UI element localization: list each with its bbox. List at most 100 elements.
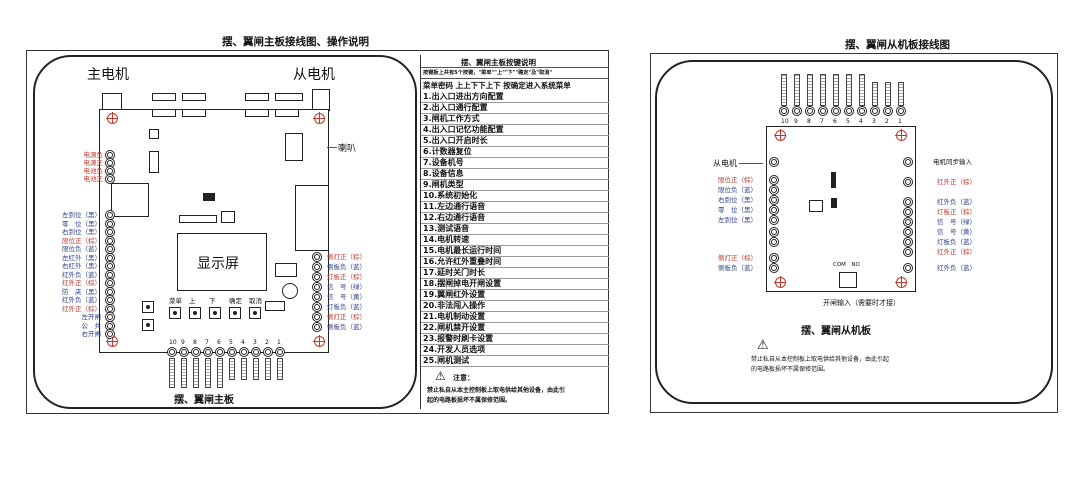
left-terminal-label: 零 位（黑） <box>62 219 101 228</box>
terminal-screw[interactable] <box>903 197 913 207</box>
terminal-number: 3 <box>253 339 257 346</box>
terminal-screw[interactable] <box>903 217 913 227</box>
terminal-screw[interactable] <box>779 106 789 116</box>
keypad-button[interactable] <box>209 307 221 319</box>
terminal-wire <box>253 358 259 380</box>
right-terminal-label: 红外负（蓝） <box>937 264 976 272</box>
terminal-screw[interactable] <box>818 106 828 116</box>
keypad-button[interactable] <box>249 307 261 319</box>
mount-hole-tr <box>313 112 325 124</box>
mount-hole-tl <box>774 129 786 141</box>
connector-block <box>111 183 149 217</box>
terminal-screw[interactable] <box>769 195 779 205</box>
terminal-screw[interactable] <box>769 263 779 273</box>
power-terminal-label: 电池负 <box>83 167 104 175</box>
terminal-screw[interactable] <box>179 347 189 357</box>
terminal-screw[interactable] <box>870 106 880 116</box>
terminal-screw[interactable] <box>239 347 249 357</box>
terminal-screw[interactable] <box>769 237 779 247</box>
menu-item: 19.翼闸红外设置 <box>421 289 609 301</box>
terminal-screw[interactable] <box>883 106 893 116</box>
keypad-button[interactable] <box>189 307 201 319</box>
right-terminal-label: 灯板正（棕） <box>937 208 976 216</box>
terminal-screw[interactable] <box>805 106 815 116</box>
terminal-screw[interactable] <box>769 215 779 225</box>
terminal-screw[interactable] <box>215 347 225 357</box>
terminal-screw[interactable] <box>227 347 237 357</box>
left-terminal-label: 右到位（黑） <box>718 196 757 204</box>
terminal-screw[interactable] <box>105 329 115 339</box>
terminal-screw[interactable] <box>191 347 201 357</box>
terminal-screw[interactable] <box>312 262 322 272</box>
header-connector <box>152 109 176 117</box>
terminal-screw[interactable] <box>769 185 779 195</box>
terminal-screw[interactable] <box>903 207 913 217</box>
terminal-number: 6 <box>833 118 837 125</box>
menu-divider <box>421 67 609 68</box>
terminal-screw[interactable] <box>896 106 906 116</box>
display-label: 显示屏 <box>197 256 239 272</box>
menu-item: 16.允许红外重叠时间 <box>421 256 609 268</box>
terminal-screw[interactable] <box>831 106 841 116</box>
reset-button[interactable] <box>142 319 154 331</box>
terminal-screw[interactable] <box>769 205 779 215</box>
terminal-number: 5 <box>229 339 233 346</box>
reset-button[interactable] <box>142 301 154 313</box>
main-board-enclosure <box>33 55 417 409</box>
terminal-screw[interactable] <box>903 247 913 257</box>
keypad-button[interactable] <box>169 307 181 319</box>
terminal-screw[interactable] <box>903 237 913 247</box>
menu-item: 17.延时关门时长 <box>421 267 609 279</box>
terminal-screw[interactable] <box>769 175 779 185</box>
terminal-screw[interactable] <box>903 157 913 167</box>
keypad-button[interactable] <box>229 307 241 319</box>
terminal-screw[interactable] <box>769 227 779 237</box>
terminal-screw[interactable] <box>203 347 213 357</box>
terminal-wire <box>846 74 852 106</box>
right-terminal-label: 侧灯正（棕） <box>327 253 366 261</box>
terminal-screw[interactable] <box>167 347 177 357</box>
terminal-screw[interactable] <box>263 347 273 357</box>
terminal-wire <box>859 74 865 106</box>
right-terminal-label: 侧灯正（棕） <box>327 313 366 321</box>
terminal-wire <box>205 358 211 388</box>
terminal-wire <box>807 74 813 106</box>
terminal-screw[interactable] <box>312 282 322 292</box>
terminal-screw[interactable] <box>312 302 322 312</box>
terminal-screw[interactable] <box>105 174 115 184</box>
terminal-screw[interactable] <box>769 253 779 263</box>
terminal-screw[interactable] <box>792 106 802 116</box>
terminal-screw[interactable] <box>844 106 854 116</box>
terminal-screw[interactable] <box>275 347 285 357</box>
menu-title: 摆、翼闸主板按键说明 <box>461 58 536 67</box>
terminal-screw[interactable] <box>903 177 913 187</box>
menu-item: 23.报警时刷卡设置 <box>421 333 609 345</box>
left-terminal-label: 零 位（黑） <box>718 206 757 214</box>
terminal-screw[interactable] <box>903 263 913 273</box>
terminal-number: 4 <box>241 339 245 346</box>
terminal-wire <box>794 74 800 106</box>
terminal-screw[interactable] <box>251 347 261 357</box>
left-terminal-label: 红外正（棕） <box>62 304 101 313</box>
menu-item: 12.右边通行语音 <box>421 212 609 224</box>
terminal-screw[interactable] <box>857 106 867 116</box>
terminal-wire <box>265 358 271 380</box>
terminal-screw[interactable] <box>312 272 322 282</box>
terminal-screw[interactable] <box>903 227 913 237</box>
terminal-wire <box>181 358 187 388</box>
terminal-wire <box>898 82 904 106</box>
terminal-screw[interactable] <box>312 322 322 332</box>
horn-wire <box>327 147 337 148</box>
terminal-screw[interactable] <box>312 292 322 302</box>
terminal-wire <box>833 74 839 106</box>
left-terminal-label: 侧灯正（棕） <box>718 254 757 262</box>
terminal-screw[interactable] <box>769 157 779 167</box>
menu-panel: 摆、翼闸主板按键说明 按键板上共有5个按键，"菜单""上""下""确定"及"取消… <box>420 55 609 409</box>
terminal-wire <box>169 358 175 388</box>
keypad-button-label: 上 <box>189 297 196 305</box>
terminal-screw[interactable] <box>312 252 322 262</box>
terminal-number: 1 <box>277 339 281 346</box>
left-terminal-label: 右红外（黑） <box>62 262 101 270</box>
terminal-screw[interactable] <box>312 312 322 322</box>
com-no-label: COM NO <box>833 262 860 268</box>
